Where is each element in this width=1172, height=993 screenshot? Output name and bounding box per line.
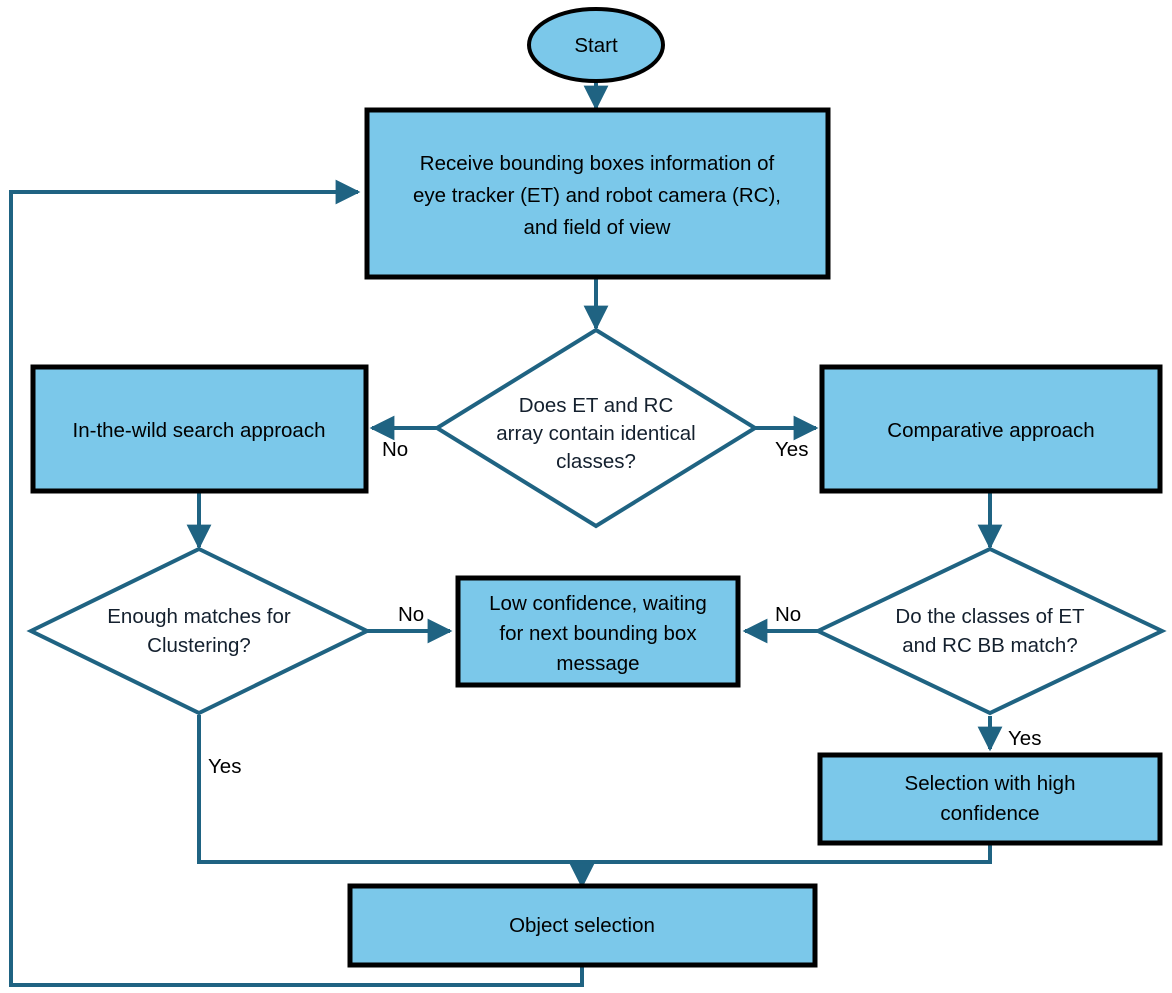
node-comparative-label: Comparative approach [887,419,1094,442]
edge-label-clustering-no: No [398,603,424,626]
node-decision-identical-label-line-3: classes? [556,450,636,473]
node-decision-clustering-label-line-1: Enough matches for [107,605,291,628]
node-receive-label-line-2: eye tracker (ET) and robot camera (RC), [413,184,781,207]
node-decision-identical-label-line-2: array contain identical [496,422,695,445]
node-in-the-wild-search[interactable] [30,364,369,494]
node-decision-identical-label-line-1: Does ET and RC [519,394,674,417]
edge-label-bb-match-no: No [775,603,801,626]
node-start[interactable] [527,7,665,83]
node-decision-clustering-label-line-2: Clustering? [147,634,251,657]
node-object-selection-label: Object selection [509,914,655,937]
node-high-confidence-label-line-2: confidence [940,802,1039,825]
node-receive-label-line-1: Receive bounding boxes information of [420,152,775,175]
node-in-the-wild-label: In-the-wild search approach [73,419,326,442]
node-high-confidence-label-line-1: Selection with high [905,772,1076,795]
node-object-selection[interactable] [347,883,818,968]
node-decision-enough-matches[interactable] [26,546,372,716]
edge-label-clustering-yes: Yes [208,755,241,778]
node-low-confidence-label-line-2: for next bounding box [499,622,697,645]
node-comparative-approach[interactable] [819,364,1163,494]
node-decision-identical-classes[interactable] [433,327,759,529]
node-low-confidence-label-line-1: Low confidence, waiting [489,592,707,615]
node-receive-label-line-3: and field of view [523,216,670,239]
edge-clustering-yes-to-object-selection [197,715,582,864]
node-low-confidence[interactable] [455,575,741,688]
edge-label-identical-no: No [382,438,408,461]
node-low-confidence-label-line-3: message [556,652,639,675]
node-decision-bb-match-label-line-1: Do the classes of ET [895,605,1085,628]
edge-label-identical-yes: Yes [775,438,808,461]
node-receive-bounding-boxes[interactable] [364,107,831,280]
node-decision-bb-match[interactable] [813,546,1167,716]
edge-object-selection-feedback-loop [9,179,584,987]
node-start-label: Start [574,34,618,57]
node-high-confidence[interactable] [817,752,1163,846]
edge-label-bb-match-yes: Yes [1008,727,1041,750]
node-decision-bb-match-label-line-2: and RC BB match? [902,634,1077,657]
edge-high-confidence-to-object-selection [582,843,992,864]
